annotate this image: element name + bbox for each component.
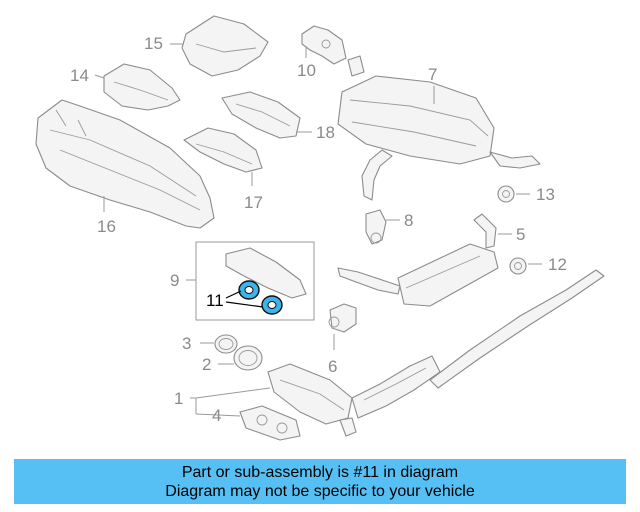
callout-5: 5 xyxy=(516,225,525,244)
callout-15: 15 xyxy=(144,34,163,53)
info-banner: Part or sub-assembly is #11 in diagram D… xyxy=(14,459,626,504)
part-9-box xyxy=(186,241,315,321)
callout-1: 1 xyxy=(174,389,183,408)
part-17-heat-shield[interactable] xyxy=(183,127,263,186)
part-intermediate-pipe[interactable] xyxy=(429,269,605,389)
part-16-heat-shield[interactable] xyxy=(35,99,215,229)
callout-4: 4 xyxy=(212,406,221,425)
callout-6: 6 xyxy=(328,357,337,376)
part-15-heat-shield[interactable] xyxy=(170,15,269,77)
part-7-rear-muffler[interactable] xyxy=(337,55,541,201)
part-3-gasket[interactable] xyxy=(200,334,238,354)
part-12-hanger[interactable] xyxy=(509,257,542,275)
callout-17: 17 xyxy=(244,193,263,212)
callout-10: 10 xyxy=(297,61,316,80)
exhaust-system-diagram: 16 14 15 10 18 17 xyxy=(35,15,605,441)
callout-8: 8 xyxy=(404,211,413,230)
callout-16: 16 xyxy=(97,217,116,236)
part-1-catalytic-converter[interactable] xyxy=(190,355,441,437)
callout-11: 11 xyxy=(206,291,224,310)
callout-3: 3 xyxy=(182,334,191,353)
callout-2: 2 xyxy=(202,355,211,374)
callout-13: 13 xyxy=(536,185,555,204)
banner-line-2: Diagram may not be specific to your vehi… xyxy=(165,482,475,500)
part-11-isolator[interactable] xyxy=(225,280,283,315)
callout-7: 7 xyxy=(428,65,437,84)
part-4-gasket[interactable] xyxy=(195,405,301,441)
part-5-center-muffler[interactable] xyxy=(337,213,512,307)
part-8-clamp[interactable] xyxy=(365,209,400,245)
callout-12: 12 xyxy=(548,255,567,274)
part-6-clamp[interactable] xyxy=(328,303,357,350)
callout-14: 14 xyxy=(70,66,89,85)
callout-18: 18 xyxy=(316,123,335,142)
part-18-heat-shield[interactable] xyxy=(221,91,312,139)
part-2-clamp-ring[interactable] xyxy=(218,345,263,371)
part-13-hanger[interactable] xyxy=(497,185,530,203)
banner-line-1: Part or sub-assembly is #11 in diagram xyxy=(181,463,459,481)
callout-9: 9 xyxy=(170,271,179,290)
part-10-bracket[interactable] xyxy=(301,25,347,65)
part-14-heat-shield[interactable] xyxy=(94,63,181,111)
